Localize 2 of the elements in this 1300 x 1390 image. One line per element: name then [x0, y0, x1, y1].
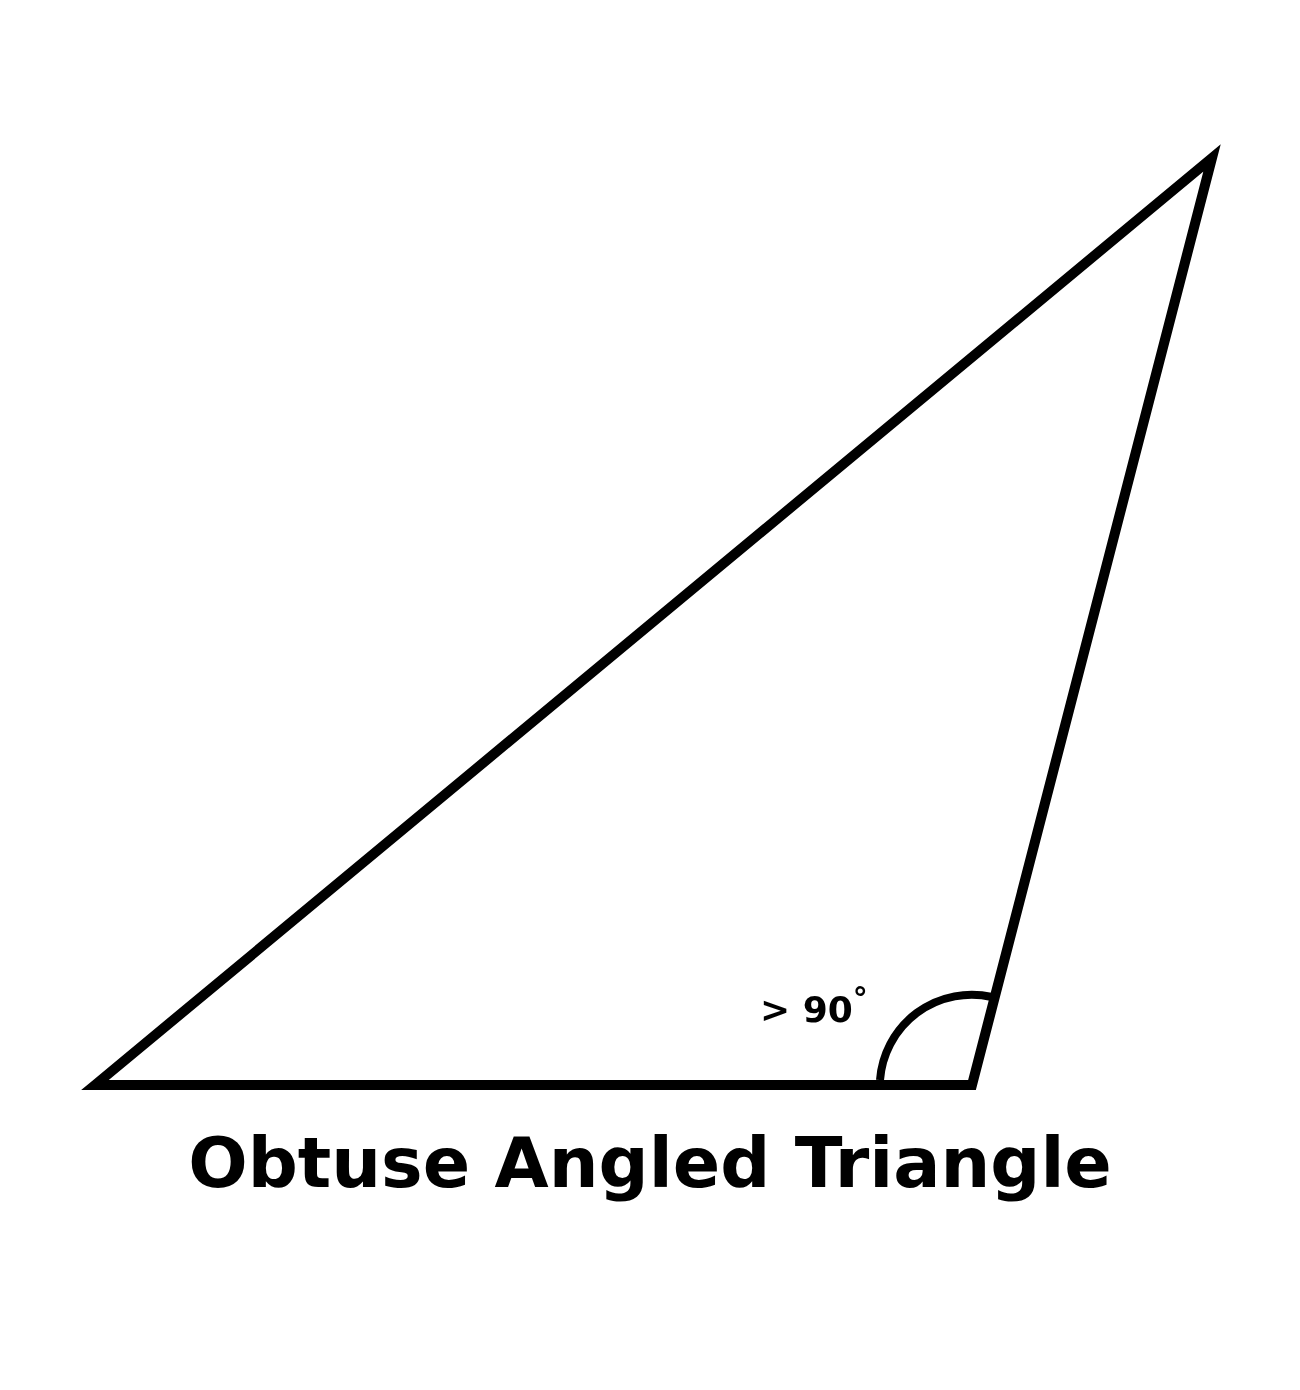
diagram-title: Obtuse Angled Triangle: [187, 1121, 1113, 1206]
angle-label: > 90$^{°}$: [760, 980, 868, 1032]
